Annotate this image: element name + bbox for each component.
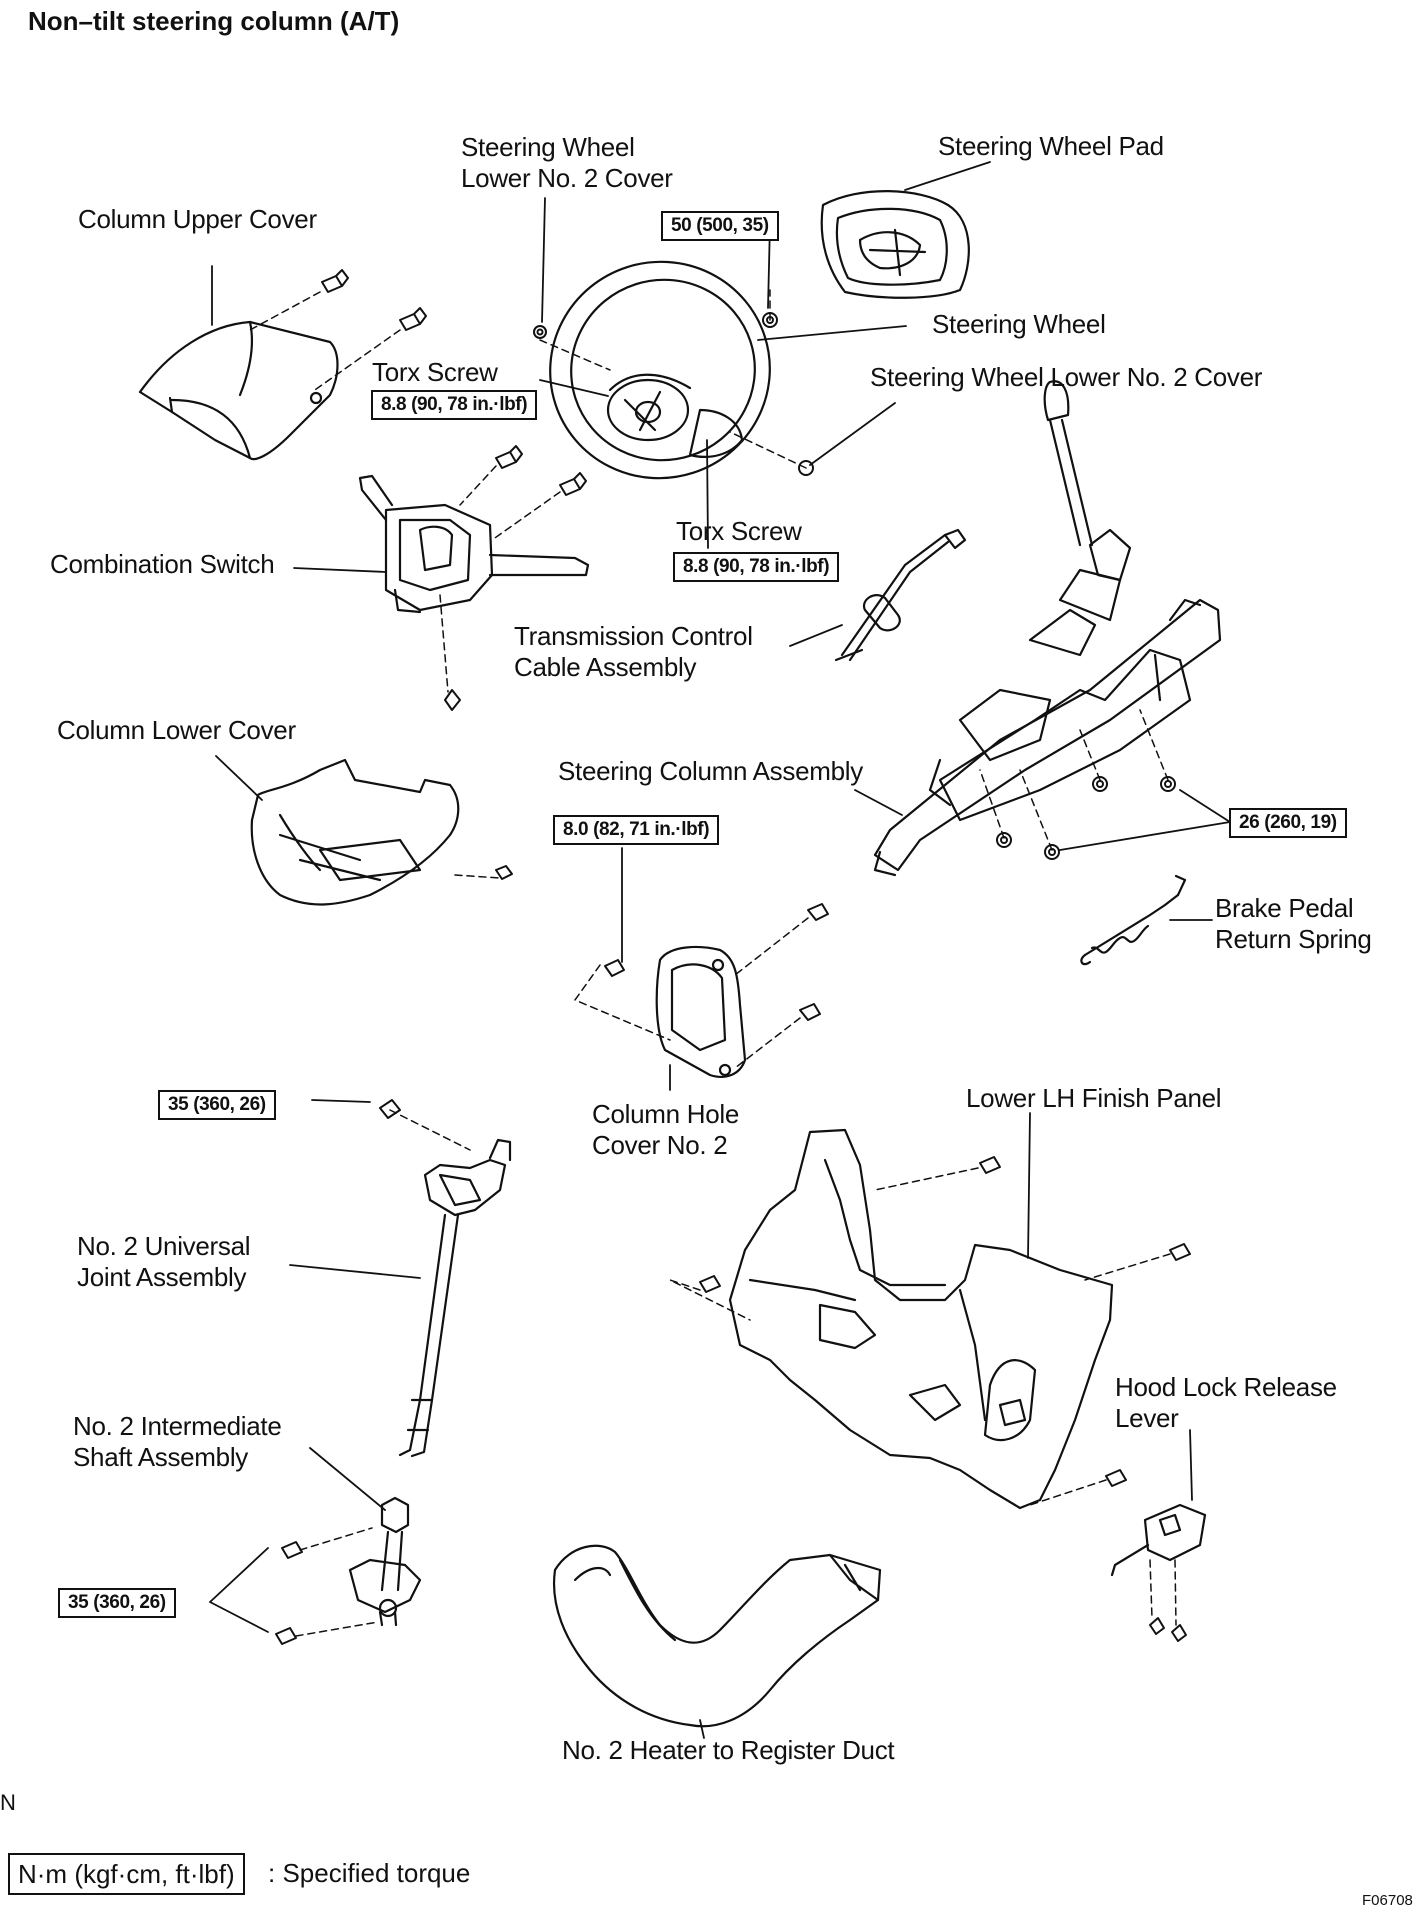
column-lower-cover-part [250, 758, 460, 906]
torque-column-nuts: 26 (260, 19) [1229, 808, 1347, 838]
intermediate-shaft-part [348, 1496, 422, 1627]
brake-spring-part [1080, 874, 1187, 966]
label-steering-wheel-lower-cover-top: Steering Wheel Lower No. 2 Cover [461, 132, 673, 194]
torque-torx-lower: 8.8 (90, 78 in.·lbf) [673, 552, 840, 582]
label-line: No. 2 Intermediate [73, 1411, 282, 1441]
torque-intermediate-shaft: 35 (360, 26) [58, 1588, 176, 1618]
torque-universal-joint: 35 (360, 26) [158, 1090, 276, 1120]
label-line: Return Spring [1215, 924, 1372, 954]
label-column-lower-cover: Column Lower Cover [57, 715, 296, 745]
universal-joint-part [398, 1138, 512, 1458]
leader-lines [209, 161, 1231, 1739]
label-steering-wheel-lower-cover-right: Steering Wheel Lower No. 2 Cover [870, 362, 1263, 392]
label-intermediate-shaft: No. 2 Intermediate Shaft Assembly [73, 1411, 282, 1473]
column-hole-cover-part [655, 945, 747, 1078]
combination-switch-part [358, 474, 590, 614]
label-steering-wheel-pad: Steering Wheel Pad [938, 131, 1164, 161]
label-line: Cable Assembly [514, 652, 697, 682]
label-transmission-control-cable: Transmission Control Cable Assembly [514, 621, 753, 683]
label-brake-pedal-return-spring: Brake Pedal Return Spring [1215, 893, 1372, 955]
label-line: Hood Lock Release [1115, 1372, 1337, 1402]
label-line: Lever [1115, 1403, 1179, 1433]
steering-wheel-part [549, 260, 771, 480]
hood-lock-lever-part [1110, 1503, 1207, 1577]
steering-column-part [873, 380, 1222, 877]
steering-wheel-pad-part [820, 190, 970, 299]
torque-torx-upper: 8.8 (90, 78 in.·lbf) [371, 390, 538, 420]
assembly-lines-dashed [249, 289, 1177, 1637]
label-column-upper-cover: Column Upper Cover [78, 204, 317, 234]
label-line: Brake Pedal [1215, 893, 1354, 923]
transmission-cable-part [834, 528, 967, 662]
label-steering-column-assembly: Steering Column Assembly [558, 756, 863, 786]
label-hood-lock-release-lever: Hood Lock Release Lever [1115, 1372, 1337, 1434]
label-torx-screw-upper: Torx Screw [372, 357, 498, 387]
label-line: Shaft Assembly [73, 1442, 248, 1472]
side-mark: N [0, 1790, 16, 1815]
label-torx-screw-lower: Torx Screw [676, 516, 802, 546]
label-heater-duct: No. 2 Heater to Register Duct [562, 1735, 895, 1765]
label-lower-lh-finish-panel: Lower LH Finish Panel [966, 1083, 1222, 1113]
label-line: Column Hole [592, 1099, 739, 1129]
label-line: No. 2 Universal [77, 1231, 251, 1261]
label-column-hole-cover: Column Hole Cover No. 2 [592, 1099, 739, 1161]
label-line: Joint Assembly [77, 1262, 247, 1292]
label-line: Steering Wheel [461, 132, 635, 162]
heater-duct-part [553, 1544, 882, 1728]
label-line: Lower No. 2 Cover [461, 163, 673, 193]
legend-torque-unit-box: N·m (kgf·cm, ft·lbf) [8, 1853, 245, 1895]
column-upper-cover-part [138, 320, 339, 461]
torque-wheel-nut: 50 (500, 35) [661, 211, 779, 241]
label-steering-wheel: Steering Wheel [932, 309, 1106, 339]
figure-code: F06708 [1362, 1892, 1413, 1909]
legend-torque-text: : Specified torque [268, 1858, 471, 1888]
label-line: Transmission Control [514, 621, 753, 651]
label-line: Cover No. 2 [592, 1130, 728, 1160]
lower-lh-finish-panel-part [728, 1128, 1114, 1510]
label-universal-joint: No. 2 Universal Joint Assembly [77, 1231, 251, 1293]
label-combination-switch: Combination Switch [50, 549, 275, 579]
page-title: Non–tilt steering column (A/T) [28, 6, 400, 36]
torque-hole-cover: 8.0 (82, 71 in.·lbf) [553, 815, 720, 845]
